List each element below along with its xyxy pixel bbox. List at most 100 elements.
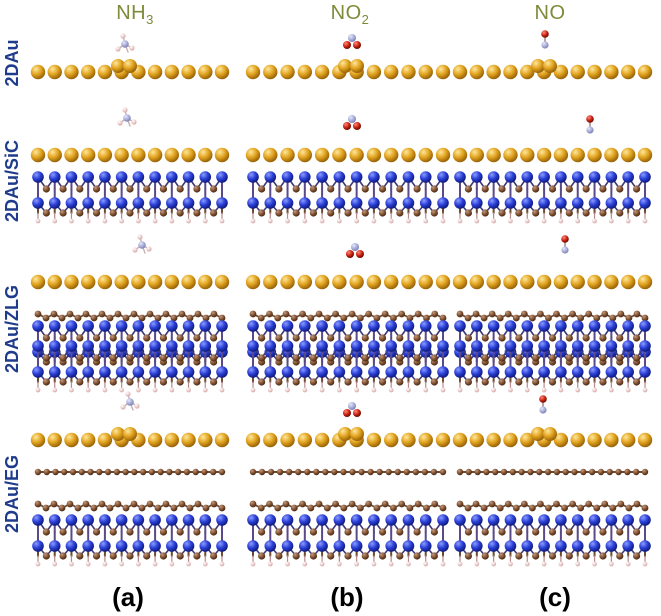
gold-atom xyxy=(536,147,552,163)
sic-substrate xyxy=(454,514,651,567)
silicon-atom xyxy=(419,366,432,378)
carbon-atom xyxy=(545,314,552,322)
gold-atom xyxy=(80,147,96,163)
carbon-atom xyxy=(632,378,641,386)
carbon-atom xyxy=(76,378,84,386)
gold-atom xyxy=(486,432,501,448)
carbon-atom xyxy=(34,310,42,318)
nitrogen-atom xyxy=(561,246,569,254)
carbon-atom xyxy=(193,552,201,560)
gold-atom xyxy=(47,64,62,80)
gold-atom xyxy=(30,274,46,290)
carbon-atom xyxy=(292,378,300,386)
hydrogen-atom xyxy=(388,218,394,224)
gold-atom xyxy=(587,274,602,290)
nitrogen-atom xyxy=(126,398,134,406)
hydrogen-atom xyxy=(406,218,411,224)
silicon-atom xyxy=(555,366,567,378)
carbon-atom xyxy=(365,310,373,318)
carbon-atom xyxy=(309,334,318,342)
silicon-atom xyxy=(350,540,363,552)
gold-atom xyxy=(314,274,330,290)
hydrogen-atom xyxy=(52,561,58,567)
silicon-atom xyxy=(402,540,415,552)
silicon-atom xyxy=(385,171,397,183)
carbon-atom xyxy=(290,504,298,512)
gold-atom xyxy=(245,147,261,163)
carbon-atom xyxy=(130,310,138,318)
carbon-atom xyxy=(92,552,101,560)
carbon-atom xyxy=(42,314,50,322)
silicon-atom xyxy=(247,514,259,526)
carbon-atom xyxy=(431,500,439,508)
silicon-atom xyxy=(454,366,466,378)
structure-cell xyxy=(245,402,451,567)
carbon-atom xyxy=(512,314,520,322)
graphene-layer xyxy=(456,468,649,476)
molecule-no xyxy=(586,115,594,134)
gold-layer xyxy=(452,59,653,80)
hydrogen-atom xyxy=(457,387,463,393)
silicon-atom xyxy=(487,540,500,552)
silicon-atom xyxy=(571,320,584,332)
carbon-atom xyxy=(76,552,84,560)
gold-atom xyxy=(30,64,46,80)
carbon-atom xyxy=(430,468,438,476)
carbon-atom xyxy=(464,314,472,322)
carbon-atom xyxy=(186,504,194,512)
silicon-atom xyxy=(32,197,44,209)
carbon-atom xyxy=(464,334,473,342)
silicon-atom xyxy=(48,340,61,352)
carbon-atom xyxy=(599,354,607,362)
silicon-atom xyxy=(588,514,601,526)
gold-layer xyxy=(452,274,653,290)
carbon-atom xyxy=(274,504,282,512)
carbon-atom xyxy=(481,185,489,193)
oxygen-atom xyxy=(541,30,549,38)
gold-atom xyxy=(147,147,163,163)
sic-substrate xyxy=(454,320,651,373)
silicon-atom xyxy=(299,197,311,209)
gold-atom xyxy=(486,274,501,290)
carbon-atom xyxy=(464,552,473,560)
carbon-atom xyxy=(378,528,387,536)
row-label-2dau-eg: 2DAu/EG xyxy=(2,455,22,534)
carbon-atom xyxy=(396,209,404,217)
carbon-atom xyxy=(193,334,201,342)
carbon-atom xyxy=(403,468,411,476)
silicon-atom xyxy=(571,171,584,183)
gold-atom xyxy=(280,274,295,290)
silicon-atom xyxy=(199,540,212,552)
gold-atom xyxy=(164,432,180,448)
silicon-atom xyxy=(99,366,111,378)
gold-atom xyxy=(553,274,569,290)
silicon-atom xyxy=(48,366,61,378)
hydrogen-atom xyxy=(319,218,325,224)
hydrogen-atom xyxy=(541,218,547,224)
gold-layer xyxy=(30,59,230,80)
silicon-atom xyxy=(216,340,228,352)
gold-atom xyxy=(503,274,518,290)
carbon-atom xyxy=(423,314,430,322)
silicon-atom xyxy=(555,320,567,332)
carbon-atom xyxy=(176,378,184,386)
carbon-atom xyxy=(616,378,624,386)
carbon-atom xyxy=(126,334,134,342)
carbon-atom xyxy=(309,185,318,193)
silicon-atom xyxy=(333,366,346,378)
hydrogen-atom xyxy=(169,218,175,224)
hydrogen-atom xyxy=(120,404,126,410)
carbon-atom xyxy=(553,468,561,476)
silicon-atom xyxy=(605,366,618,378)
hydrogen-atom xyxy=(354,218,360,224)
carbon-atom xyxy=(42,378,50,386)
gold-atom xyxy=(637,147,653,163)
hydrogen-atom xyxy=(152,387,158,393)
carbon-atom xyxy=(464,354,473,362)
silicon-atom xyxy=(454,514,466,526)
carbon-atom xyxy=(344,209,352,217)
silicon-atom xyxy=(166,540,178,552)
silicon-atom xyxy=(299,540,311,552)
carbon-atom xyxy=(480,314,488,322)
carbon-atom xyxy=(58,314,66,322)
